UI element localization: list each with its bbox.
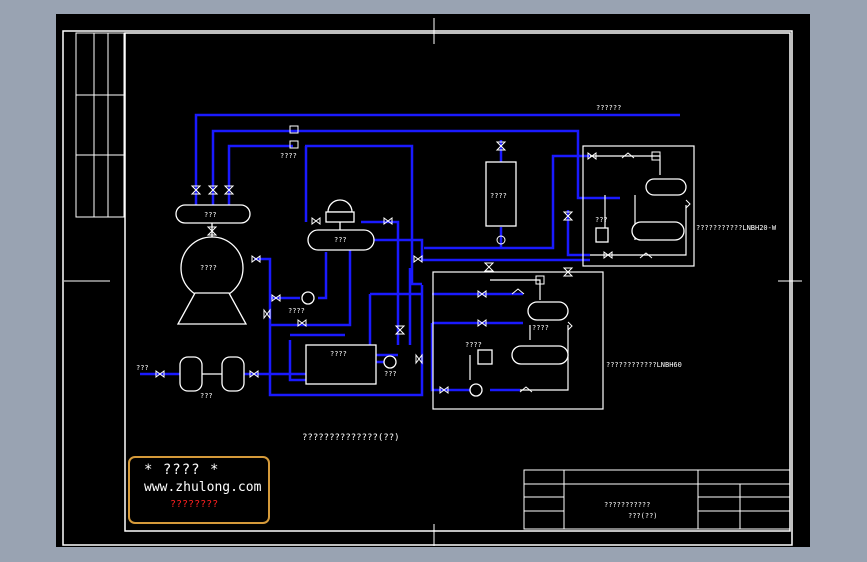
label-unit-b: ????????????LNBH60 <box>606 361 682 369</box>
diagram-title: ??????????????(??) <box>302 433 400 443</box>
compressor-base <box>176 292 248 325</box>
label-vessel: ??? <box>334 236 347 244</box>
label-control-box: ???? <box>330 350 347 358</box>
label-compressor: ???? <box>200 264 217 272</box>
unit-b-tank-1 <box>527 301 569 321</box>
label-filter: ??? <box>200 392 213 400</box>
label-unit-a: ???????????LNBH20-W <box>696 224 777 232</box>
horizontal-vessel <box>307 229 375 251</box>
title-block <box>523 469 791 530</box>
unit-a-tank-1 <box>645 178 687 196</box>
piping <box>140 113 680 397</box>
title-block-name: ??????????? <box>604 501 650 509</box>
inner-frame <box>124 32 791 532</box>
stamp-url: www.zhulong.com <box>144 480 262 495</box>
label-receiver: ??? <box>204 211 217 219</box>
unit-a-box <box>595 227 609 243</box>
stamp-line-1: * ???? * <box>144 462 220 478</box>
valves <box>155 125 691 394</box>
side-title-strip <box>75 32 125 218</box>
filter-2 <box>221 356 245 392</box>
stamp-line-3: ???????? <box>170 499 219 510</box>
equipment <box>175 161 687 397</box>
unit-b-box <box>477 349 493 365</box>
label-pipe-top: ?????? <box>596 104 621 112</box>
watermark-stamp: * ???? * www.zhulong.com ???????? <box>128 456 270 524</box>
vessel-dome <box>327 199 353 213</box>
label-pump: ??? <box>384 370 397 378</box>
label-valve-group: ???? <box>280 152 297 160</box>
label-control-small: ???? <box>465 341 482 349</box>
tall-tank <box>485 161 517 227</box>
label-unit-a-tag: ??? <box>595 216 608 224</box>
receiver-tank <box>175 204 251 224</box>
unit-a-tank-2 <box>631 221 685 241</box>
label-pump-left: ???? <box>288 307 305 315</box>
label-tall-tank: ???? <box>490 192 507 200</box>
label-unit-b-tag: ???? <box>532 324 549 332</box>
title-block-subtitle: ???(??) <box>628 512 658 520</box>
label-inlet: ??? <box>136 364 149 372</box>
control-box <box>305 344 377 385</box>
unit-internal-lines <box>432 145 695 410</box>
outer-frame <box>62 30 793 546</box>
unit-b-tank-2 <box>511 345 569 365</box>
filter-1 <box>179 356 203 392</box>
